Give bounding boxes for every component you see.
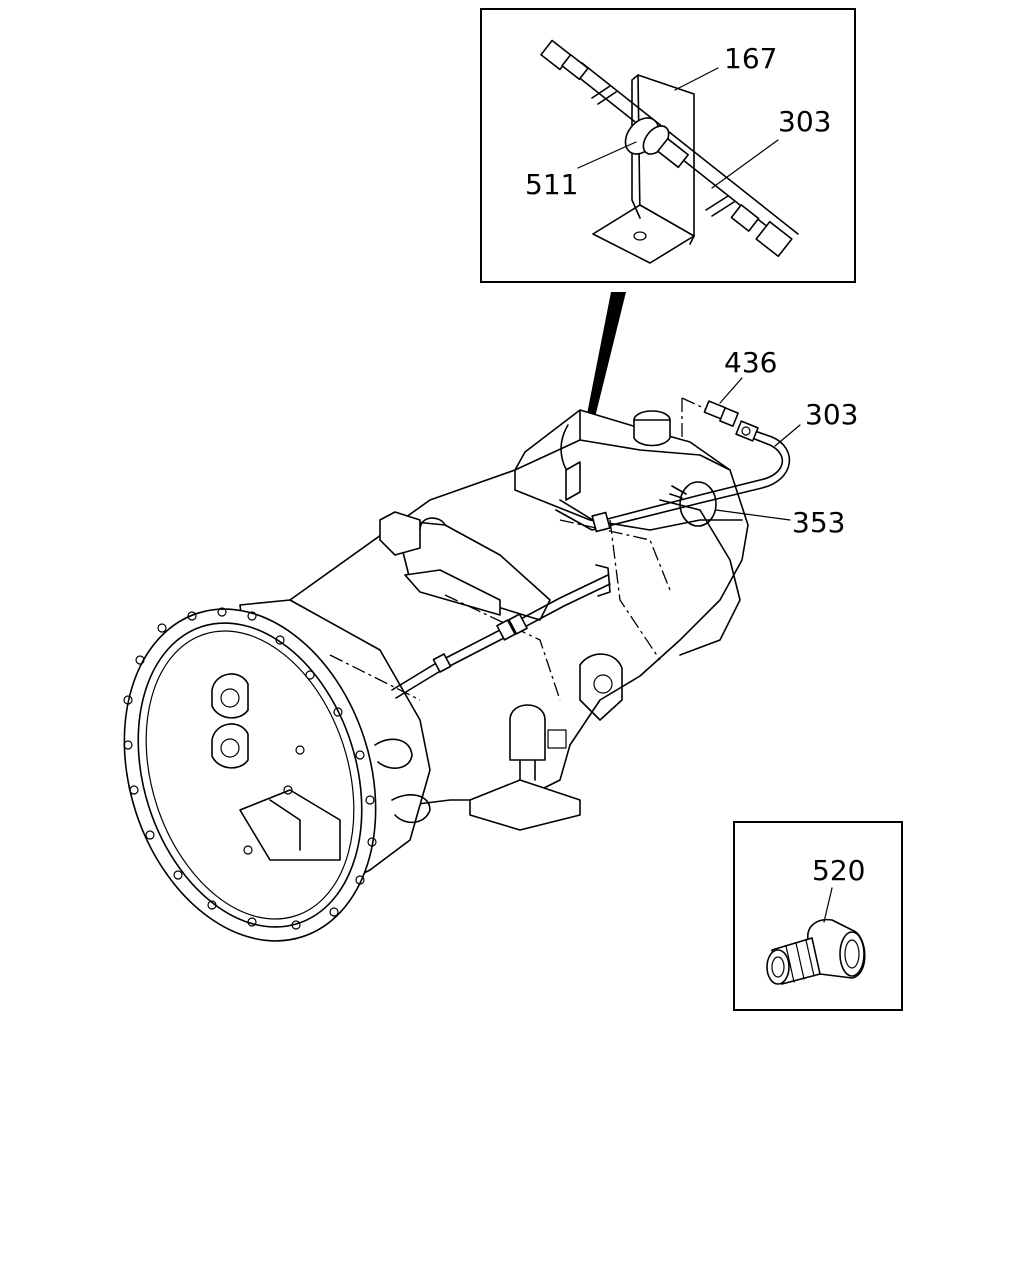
- leader-303-main: [774, 424, 801, 447]
- transmission-assembly: 436 303 353: [123, 346, 858, 942]
- callout-520: 520: [812, 854, 865, 887]
- shift-tower: [379, 511, 551, 621]
- rear-mount-boss: [579, 653, 623, 721]
- hose-bracket-clip: [565, 461, 581, 501]
- inset-elbow-fitting: 520: [733, 821, 903, 1011]
- callout-511: 511: [525, 168, 578, 201]
- elbow-520: [766, 918, 866, 985]
- hose-303-inset: [540, 39, 799, 258]
- leader-520: [823, 887, 833, 923]
- leader-303-inset: [711, 139, 779, 189]
- bell-flange: [123, 608, 377, 942]
- callout-303-main: 303: [805, 398, 858, 431]
- leader-167: [674, 67, 719, 91]
- inset-hose-bracket: 167 303 511: [480, 8, 856, 283]
- bell-housing: [123, 599, 431, 942]
- hose-303-main: [555, 420, 791, 533]
- leader-511: [577, 141, 637, 169]
- shift-cable: [391, 564, 611, 699]
- rear-housing: [659, 499, 741, 656]
- connector-436: [681, 397, 739, 440]
- leader-436: [719, 377, 743, 404]
- callout-303-inset: 303: [778, 105, 831, 138]
- callout-167: 167: [724, 42, 777, 75]
- hose-clamp-353: [679, 481, 717, 527]
- base-mount: [469, 779, 581, 831]
- flange-bolt-holes: [123, 607, 377, 930]
- leader-353: [715, 509, 791, 521]
- top-cover-edge: [514, 439, 731, 471]
- breather-cap: [633, 410, 671, 447]
- callout-353: 353: [792, 506, 845, 539]
- callout-436: 436: [724, 346, 777, 379]
